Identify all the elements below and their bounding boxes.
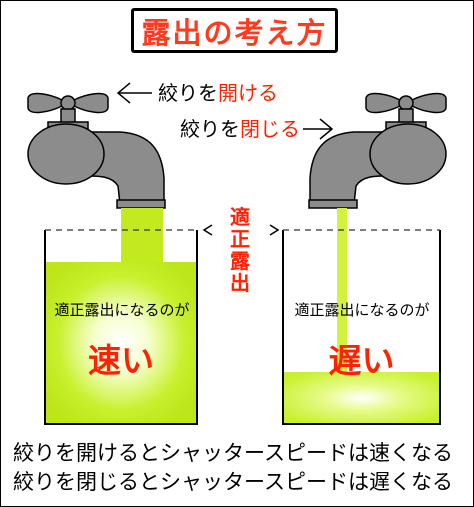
right-tank-caption: 適正露出になるのが — [294, 301, 430, 319]
close-label-prefix: 絞りを — [180, 117, 240, 141]
close-label-emphasis: 閉じる — [240, 117, 300, 141]
proper-exposure-label: 適 正 露 出 — [218, 206, 262, 294]
bottom-line-1: 絞りを開けるとシャッタースピードは速くなる — [13, 441, 453, 465]
faucet-left-icon — [27, 92, 166, 209]
left-tank-caption: 適正露出になるのが — [54, 301, 190, 319]
title-box: 露出の考え方 — [131, 8, 338, 53]
center-char-3: 露 — [230, 249, 250, 273]
right-tank-water — [283, 208, 440, 424]
close-aperture-label: 絞りを閉じる — [180, 117, 300, 141]
center-char-1: 適 — [230, 205, 250, 229]
bottom-line-2: 絞りを閉じるとシャッタースピードは遅くなる — [13, 470, 453, 494]
left-tank — [44, 230, 198, 425]
page-title: 露出の考え方 — [141, 15, 328, 50]
center-char-2: 正 — [230, 227, 250, 251]
open-aperture-label: 絞りを開ける — [158, 81, 278, 105]
open-label-prefix: 絞りを — [158, 81, 218, 105]
center-char-4: 出 — [230, 271, 250, 295]
faucet-right-icon — [308, 92, 447, 209]
level-arrow-icon — [202, 224, 280, 236]
close-arrow-icon — [303, 118, 334, 140]
right-tank-speed: 遅い — [328, 341, 395, 380]
left-tank-water — [45, 208, 197, 424]
open-arrow-icon — [116, 82, 152, 104]
open-label-emphasis: 開ける — [218, 81, 278, 105]
left-tank-speed: 速い — [88, 341, 154, 380]
right-tank — [282, 230, 441, 425]
